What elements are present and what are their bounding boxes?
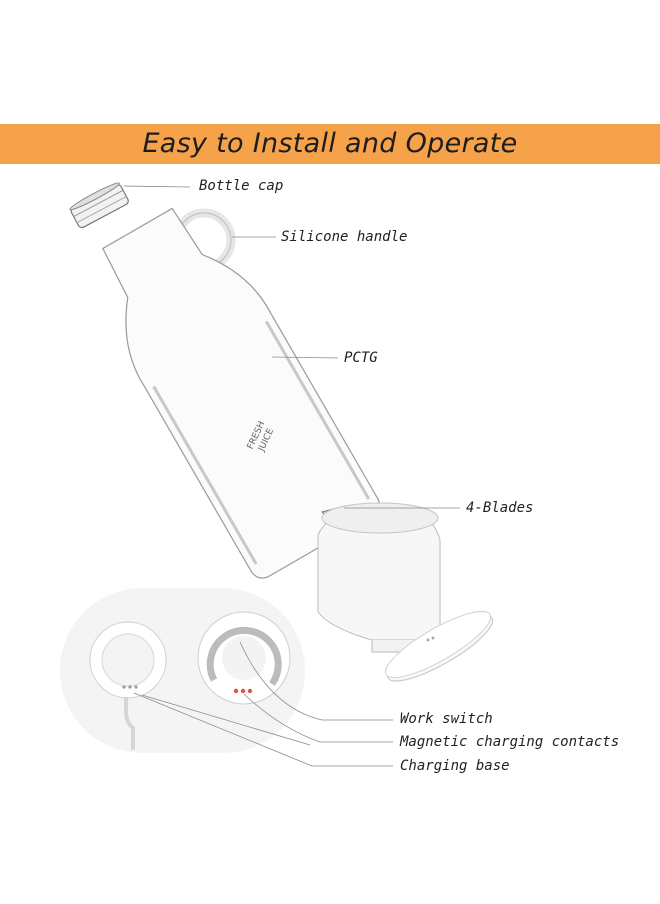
title-banner <box>0 124 660 164</box>
charging-pad-part <box>384 610 494 682</box>
callout-work-switch: Work switch <box>400 711 493 727</box>
banner-title: Easy to Install and Operate <box>142 128 518 159</box>
callout-pctg: PCTG <box>344 350 378 366</box>
callout-bottle-cap: Bottle cap <box>199 178 284 194</box>
blades-motor-part <box>317 502 441 653</box>
callout-magnetic-charging-contacts: Magnetic charging contacts <box>400 734 620 750</box>
bottle-cap-part <box>69 182 129 229</box>
callout-silicone-handle: Silicone handle <box>281 229 408 245</box>
callout-charging-base: Charging base <box>400 758 510 774</box>
charging-base-views <box>60 588 305 753</box>
leader-lines <box>123 185 460 767</box>
bottle-body-part: FRESH JUICE <box>102 207 381 579</box>
callout-4-blades: 4-Blades <box>466 500 534 516</box>
